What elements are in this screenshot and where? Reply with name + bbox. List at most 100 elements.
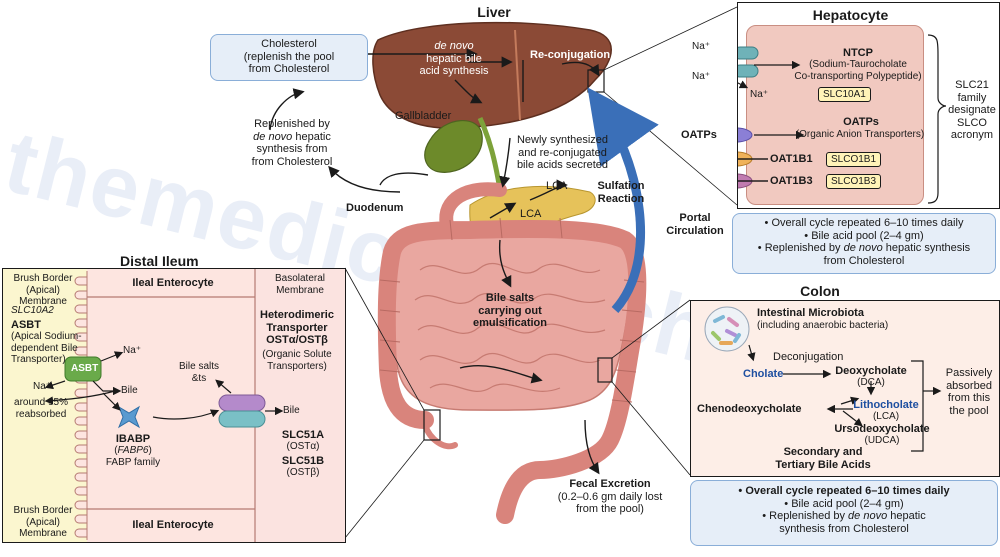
secreted-label: Newly synthesized and re-conjugated bile… — [500, 134, 625, 172]
slc51a-label: SLC51A — [281, 429, 325, 441]
slc21-line-2: family — [957, 91, 987, 104]
ost-heterodimer-label: Heterodimeric Transporter OSTα/OSTβ — [249, 309, 345, 347]
secreted-line-3: bile acids secreted — [516, 159, 609, 171]
cholesterol-line-2: (replenish the pool — [243, 50, 335, 63]
asbt-desc-3: Transporter) — [11, 354, 66, 365]
cycle-box-top: • Overall cycle repeated 6–10 times dail… — [732, 213, 996, 274]
brush-border-top: Brush Border (Apical) Membrane — [3, 273, 83, 308]
cycle-top-line-3b: hepatic synthesis — [882, 242, 971, 254]
bile-salts-line-2: carrying out — [478, 304, 542, 317]
cholesterol-line-3: from Cholesterol — [248, 63, 330, 75]
ost-desc: (Organic Solute Transporters) — [249, 349, 345, 372]
passive-line-3: from this — [947, 392, 991, 404]
cycle-bottom-line-3a: • Replenished by — [762, 510, 849, 522]
ostalpha-label: (OSTα) — [286, 441, 320, 452]
slco1b3-tag: SLCO1B3 — [826, 174, 882, 189]
ost-desc-2: Transporters) — [267, 360, 327, 372]
brush-top-line-2: (Apical) Membrane — [19, 284, 67, 308]
asbt-transporter-label: ASBT — [71, 363, 99, 374]
ileum-basolateral-bg — [255, 269, 345, 542]
anatomy-illustration — [269, 6, 738, 539]
lca-label-1: LCA — [546, 180, 568, 192]
colon-title: Colon — [800, 283, 840, 299]
replenished-line-3: synthesis from — [256, 143, 328, 155]
denovo-line-3: acid synthesis — [419, 65, 489, 77]
ileum-na-in: Na⁺ — [33, 381, 52, 392]
bile-duct — [477, 116, 503, 191]
hetero-line-3: OSTα/OSTβ — [266, 334, 328, 346]
ileum-bile-salts: Bile salts &ts — [169, 361, 229, 384]
oatps-title: OATPs — [843, 116, 879, 128]
deconjugation-label: Deconjugation — [773, 351, 844, 363]
ileum-panel: Brush Border (Apical) Membrane Ileal Ent… — [2, 268, 346, 543]
fecal-excretion-label: Fecal Excretion (0.2–0.6 gm daily lost f… — [540, 478, 680, 516]
oat1b3-label: OAT1B3 — [770, 175, 813, 187]
portal-circulation-arrow — [587, 87, 659, 314]
dca-label: (DCA) — [857, 377, 885, 388]
replenished-line-2: hepatic — [292, 130, 331, 143]
cycle-bottom-line-4: synthesis from Cholesterol — [779, 522, 909, 535]
duodenum-label: Duodenum — [346, 202, 404, 214]
oat1b1-label: OAT1B1 — [770, 153, 813, 165]
slc51b-label: SLC51B — [281, 455, 325, 467]
ursodeoxycholate-label: Ursodeoxycholate — [834, 423, 930, 435]
hetero-line-1: Heterodimeric — [260, 309, 334, 321]
brush-top-line-1: Brush Border — [13, 273, 73, 284]
basolateral-line-2: Membrane — [276, 284, 324, 296]
reabsorbed-line-2: reabsorbed — [15, 408, 67, 420]
fecal-line-3: from the pool) — [576, 503, 644, 515]
lca-label-2: LCA — [520, 208, 542, 220]
reabsorbed-label: around 95% reabsorbed — [3, 397, 79, 420]
cholate-label: Cholate — [743, 368, 784, 380]
reabsorbed-line-1: around 95% — [14, 397, 68, 408]
cycle-top-line-4: from Cholesterol — [823, 254, 905, 267]
slc21-line-3: designate — [948, 104, 996, 116]
passive-line-2: absorbed — [946, 379, 992, 392]
slc21-note: SLC21 family designate SLCO acronym — [946, 79, 998, 142]
ost-desc-1: (Organic Solute — [262, 349, 332, 360]
large-intestine-shape — [377, 220, 647, 524]
ntcp-label: NTCP — [843, 47, 873, 59]
ileal-enterocyte-top: Ileal Enterocyte — [132, 277, 214, 289]
chenodeoxycholate-label: Chenodeoxycholate — [697, 403, 802, 415]
colon-highlight-box — [597, 357, 613, 383]
ileum-bile-right: Bile — [283, 405, 300, 416]
oatps-desc: (Organic Anion Transporters) — [795, 129, 925, 140]
ileum-bile-salts-2: &ts — [191, 372, 207, 384]
microbiota-sub: (including anaerobic bacteria) — [757, 320, 889, 331]
asbt-desc: (Apical Sodium- dependent Bile Transport… — [11, 331, 93, 366]
asbt-title: ASBT — [11, 319, 41, 331]
gallbladder-label: Gallbladder — [395, 110, 452, 122]
udca-label: (UDCA) — [864, 435, 900, 446]
cycle-top-line-2: • Bile acid pool (2–4 gm) — [804, 229, 924, 242]
secondary-tertiary-label: Secondary and Tertiary Bile Acids — [753, 446, 893, 471]
liver-shape — [372, 21, 612, 129]
passive-line-1: Passively — [945, 367, 993, 379]
cycle-top-line-1: • Overall cycle repeated 6–10 times dail… — [764, 217, 964, 229]
hepatocyte-title: Hepatocyte — [812, 7, 889, 23]
ileum-lumen-bg — [3, 269, 87, 542]
deoxycholate-label: Deoxycholate — [835, 365, 907, 377]
hepatocyte-panel: Hepatocyte Na⁺ Na⁺ Na⁺ NTCP (Sodium-Taur… — [681, 2, 1000, 209]
fecal-title: Fecal Excretion — [569, 478, 651, 490]
portal-line-2: Circulation — [666, 224, 724, 237]
brush-border-bottom: Brush Border (Apical) Membrane — [3, 505, 83, 540]
secreted-line-2: and re-conjugated — [518, 146, 607, 159]
bile-salts-line-3: emulsification — [473, 317, 547, 329]
brush-bottom-line-2: (Apical) — [26, 516, 60, 528]
passively-absorbed-label: Passively absorbed from this the pool — [941, 367, 997, 417]
sulfation-line-1: Sulfation — [597, 180, 645, 192]
basolateral-line-1: Basolateral — [274, 273, 326, 284]
cholesterol-line-1: Cholesterol — [261, 38, 317, 50]
brush-bottom-line-3: Membrane — [19, 528, 67, 539]
reconjugation-label: Re-conjugation — [530, 49, 611, 61]
asbt-desc-1: (Apical Sodium- — [11, 331, 82, 342]
bile-salts-line-1: Bile salts — [485, 292, 535, 304]
fecal-line-2: (0.2–0.6 gm daily lost — [557, 490, 663, 503]
replenished-line-1: Replenished by — [254, 118, 330, 130]
cycle-top-line-3a: • Replenished by — [757, 242, 844, 254]
ileum-bile-salts-1: Bile salts — [178, 361, 219, 372]
lithocholate-label: Lithocholate — [853, 399, 919, 411]
ostbeta-label: (OSTβ) — [286, 467, 320, 478]
basolateral-label: Basolateral Membrane — [257, 273, 343, 296]
